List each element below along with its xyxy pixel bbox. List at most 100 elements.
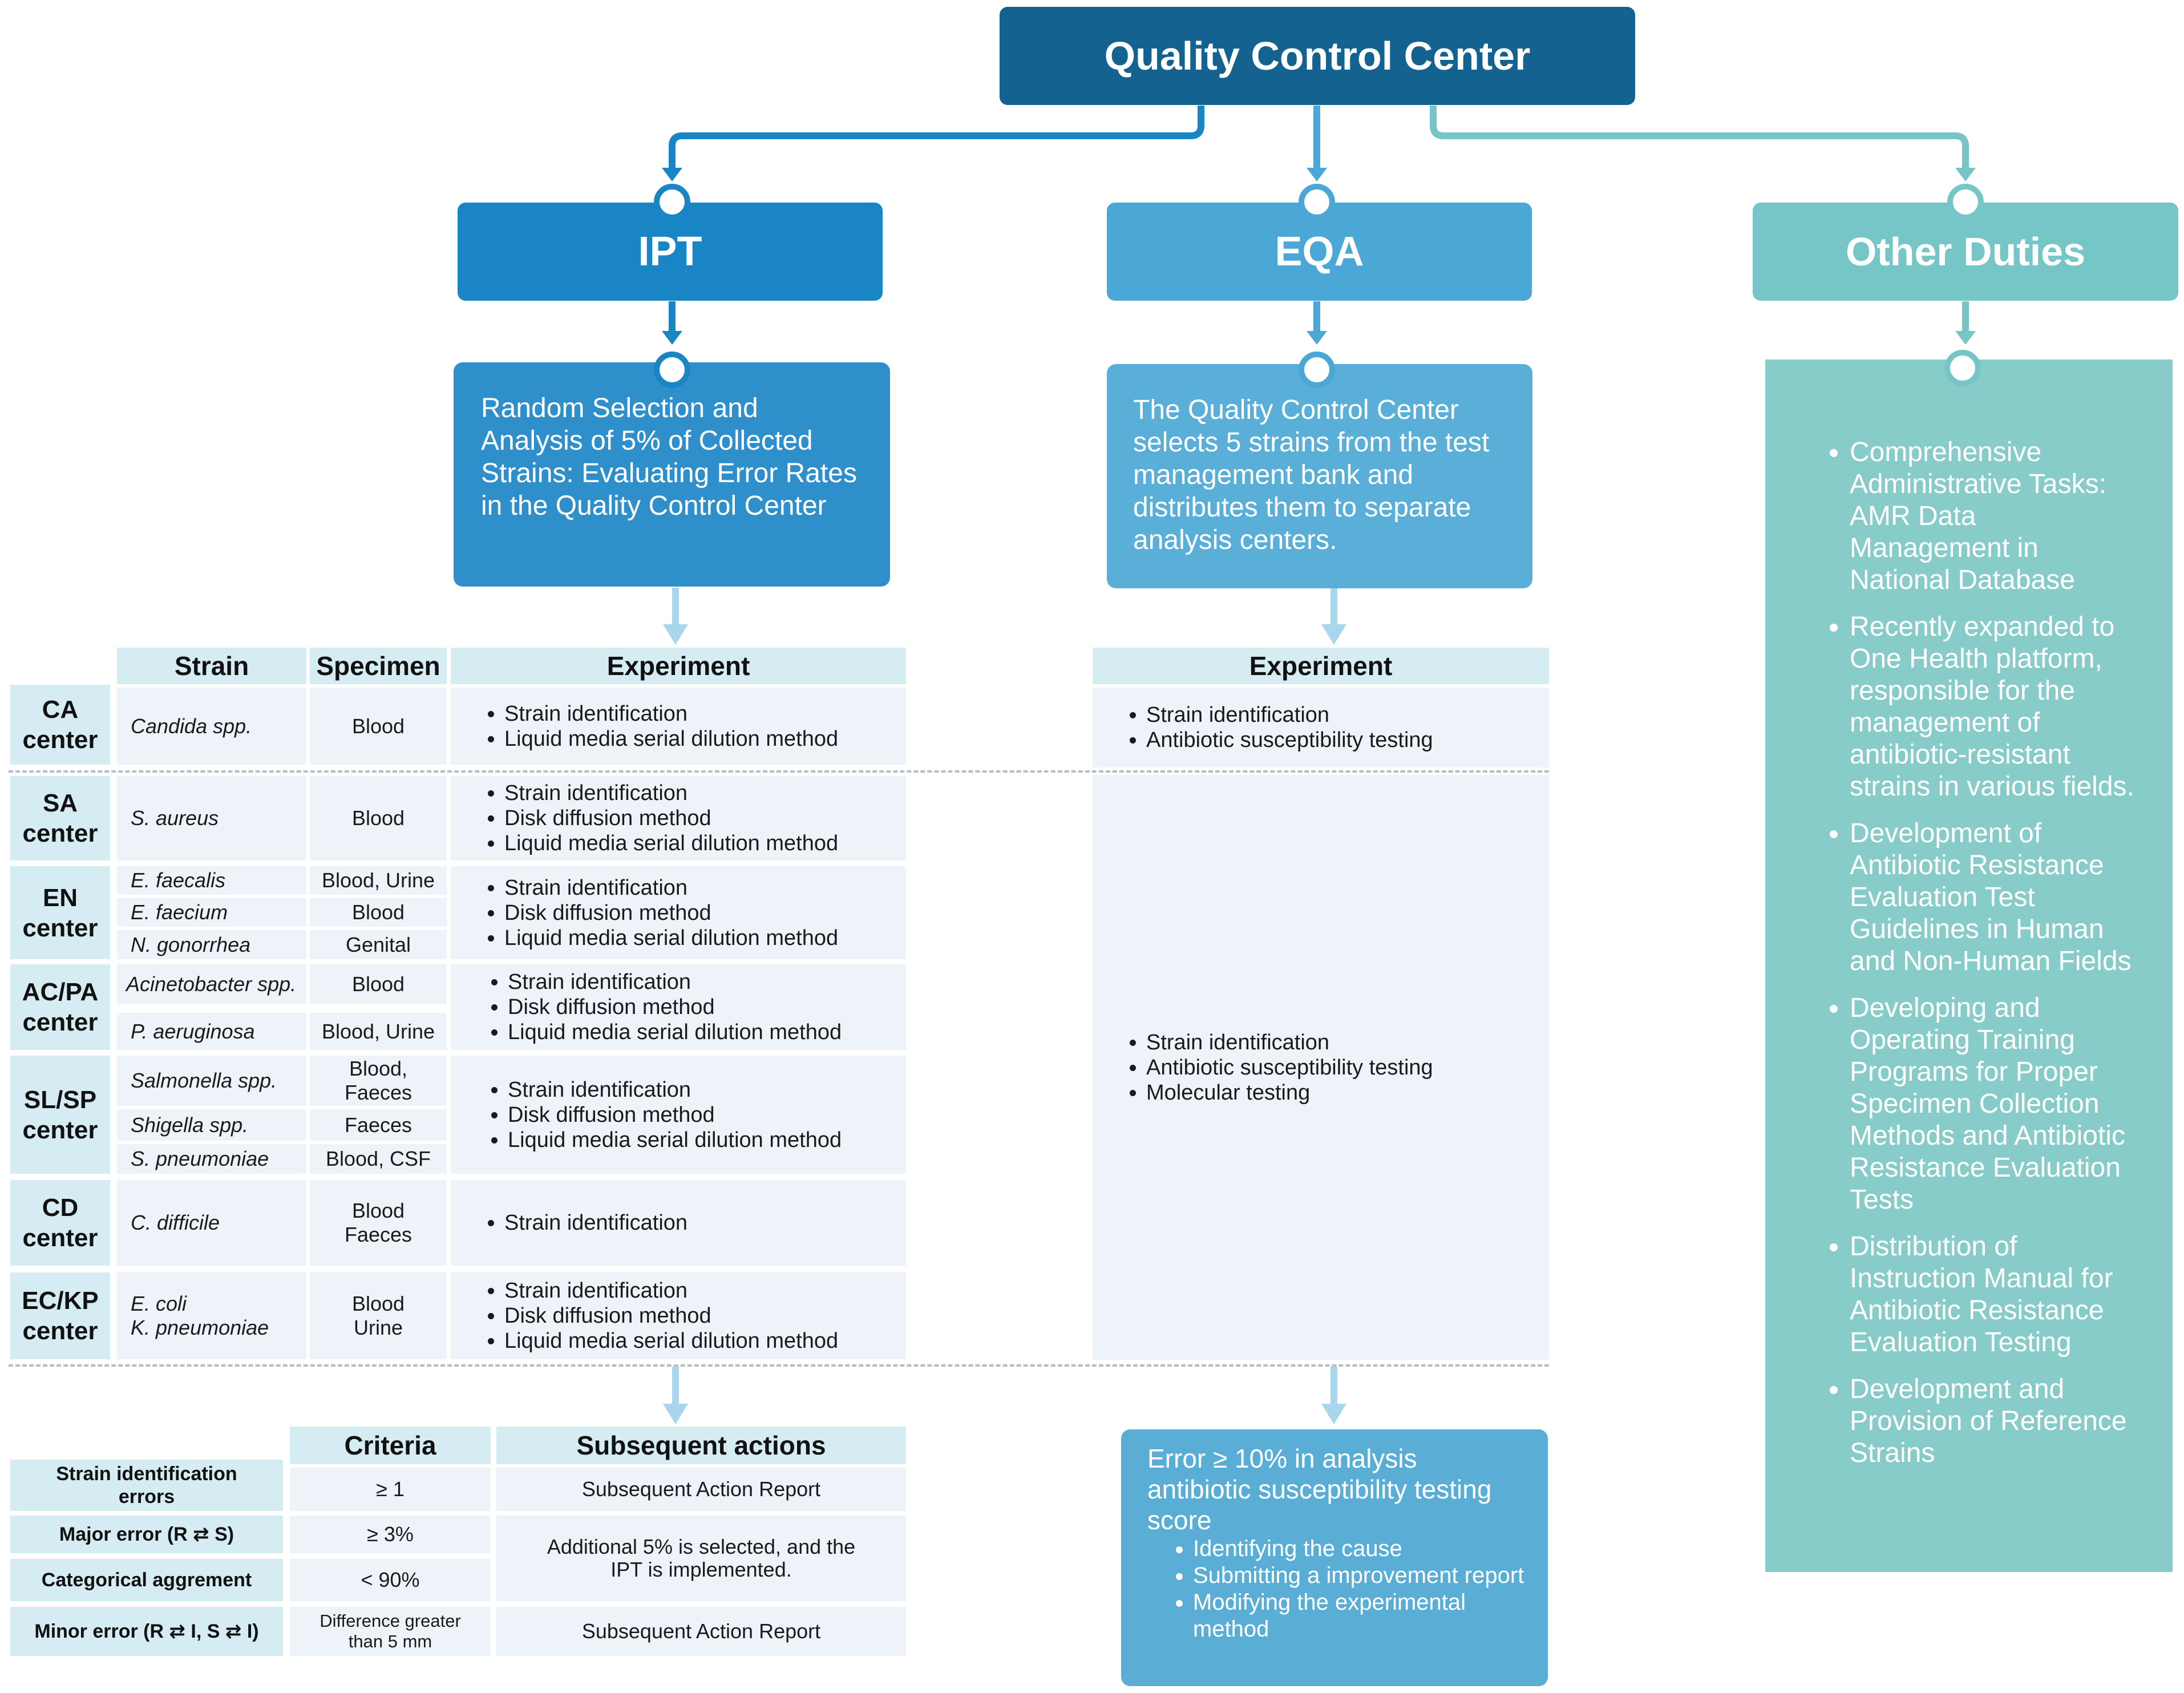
action-value-merged: Additional 5% is selected, and the IPT i… [496,1516,906,1601]
strain-name: S. aureus [131,806,219,830]
strain-cell: Shigella spp. [117,1109,306,1141]
eqa-other-cell: Strain identification Antibiotic suscept… [1093,775,1549,1360]
experiment-item: Disk diffusion method [504,1303,838,1328]
center-word: center [22,726,98,754]
strain-name: Salmonella spp. [131,1069,277,1092]
arrowhead-eqa-table [1321,624,1346,645]
eqa-other-experiments: Strain identification Antibiotic suscept… [1121,1030,1433,1105]
eqa-label: EQA [1275,229,1364,274]
other-duty-item: Distribution of Instruction Manual for A… [1850,1231,2138,1359]
arrowhead-eqa-error [1321,1404,1346,1424]
header-strain: Strain [117,648,306,684]
eqa-ca-experiments: Strain identification Antibiotic suscept… [1121,702,1433,753]
strain-cell: E. faecalis [117,866,306,895]
strain-cell: E. coli K. pneumoniae [117,1272,306,1359]
strain-name: E. faecium [131,900,228,924]
eqa-experiment-item: Antibiotic susceptibility testing [1146,1055,1433,1080]
center-code: CA [42,696,79,724]
marker-ipt-desc [654,351,690,388]
experiment-item: Strain identification [508,969,842,995]
marker-eqa-desc [1299,351,1335,388]
center-code: EN [42,883,78,912]
strain-name: Acinetobacter spp. [126,972,297,996]
specimen-cell: Blood, Urine [310,1013,447,1050]
experiment-cell-sa: Strain identification Disk diffusion met… [451,776,906,860]
specimen-cell: Blood, Urine [310,866,447,895]
specimen-cell: Blood, Faeces [310,1056,447,1106]
specimen-name: Faeces [344,1081,412,1104]
criteria-value: ≥ 1 [290,1468,491,1511]
dashed-separator [9,770,1549,773]
other-duty-item: Development and Provision of Reference S… [1850,1373,2138,1469]
criteria-label-strain-id: Strain identification errors [10,1460,283,1511]
strain-cell: S. pneumoniae [117,1144,306,1174]
marker-ipt [654,184,690,220]
eqa-description-box: The Quality Control Center selects 5 str… [1107,364,1532,588]
center-code: EC/KP [22,1287,99,1315]
ipt-label: IPT [638,229,702,274]
strain-cell: Candida spp. [117,688,306,765]
specimen-name: Faeces [344,1113,412,1137]
ipt-description-box: Random Selection and Analysis of 5% of C… [454,362,890,587]
arrowhead-ipt-criteria [663,1404,688,1424]
eqa-error-box: Error ≥ 10% in analysis antibiotic susce… [1121,1429,1548,1686]
specimen-name: Blood [351,972,405,996]
eqa-description: The Quality Control Center selects 5 str… [1133,395,1490,555]
strain-name: P. aeruginosa [131,1019,255,1043]
center-label-en: EN center [10,866,110,959]
strain-cell: Acinetobacter spp. [117,964,306,1004]
action-value: Subsequent Action Report [496,1468,906,1511]
other-duties-list: Comprehensive Administrative Tasks: AMR … [1811,437,2138,1469]
experiment-item: Liquid media serial dilution method [504,726,838,751]
specimen-name: Blood, Urine [321,1019,435,1043]
center-word: center [22,1224,98,1252]
experiment-cell-ca: Strain identification Liquid media seria… [451,688,906,765]
experiment-cell-cd: Strain identification [451,1180,906,1266]
center-code: SL/SP [23,1085,97,1114]
eqa-ca-cell: Strain identification Antibiotic suscept… [1093,688,1549,767]
experiment-item: Liquid media serial dilution method [508,1128,842,1153]
strain-cell: S. aureus [117,776,306,860]
center-code: AC/PA [22,978,99,1006]
strain-cell: E. faecium [117,898,306,927]
specimen-cell: Blood Urine [310,1272,447,1359]
strain-cell: P. aeruginosa [117,1013,306,1050]
header-criteria: Criteria [290,1427,491,1464]
experiment-cell-acpa: Strain identification Disk diffusion met… [451,964,906,1050]
action-value: Subsequent Action Report [496,1607,906,1656]
center-code: CD [42,1194,79,1222]
specimen-cell: Faeces [310,1109,447,1141]
specimen-name: Blood, Urine [321,868,435,892]
qcc-box: Quality Control Center [1000,7,1635,105]
other-duty-item: Development of Antibiotic Resistance Eva… [1850,818,2138,977]
center-label-slsp: SL/SP center [10,1056,110,1174]
marker-other-panel [1944,350,1981,386]
center-word: center [22,1317,98,1345]
other-duty-item: Developing and Operating Training Progra… [1850,992,2138,1216]
eqa-error-action: Modifying the experimental method [1193,1589,1525,1643]
center-label-ca: CA center [10,685,110,765]
center-label-acpa: AC/PA center [10,964,110,1050]
specimen-name: Blood, CSF [325,1147,431,1170]
specimen-name: Genital [345,932,411,956]
dashed-separator [9,1364,1549,1367]
specimen-cell: Blood, CSF [310,1144,447,1174]
specimen-name: Blood [351,1199,405,1222]
experiment-cell-eckp: Strain identification Disk diffusion met… [451,1272,906,1359]
experiment-item: Strain identification [504,1210,687,1235]
specimen-cell: Blood Faeces [310,1180,447,1266]
center-label-eckp: EC/KP center [10,1272,110,1359]
experiment-item: Strain identification [504,1278,838,1303]
specimen-name: Urine [353,1316,403,1339]
criteria-label-categorical: Categorical aggrement [10,1559,283,1601]
eqa-experiment-item: Strain identification [1146,1030,1433,1055]
experiment-list: Strain identification Liquid media seria… [479,701,838,751]
criteria-value: ≥ 3% [290,1516,491,1553]
center-word: center [22,1008,98,1036]
header-specimen: Specimen [310,648,447,684]
strain-name: S. pneumoniae [131,1147,269,1170]
criteria-label-major-error: Major error (R ⇄ S) [10,1516,283,1553]
connector-qcc-ipt [669,106,1204,171]
center-label-sa: SA center [10,776,110,860]
specimen-cell: Blood [310,776,447,860]
